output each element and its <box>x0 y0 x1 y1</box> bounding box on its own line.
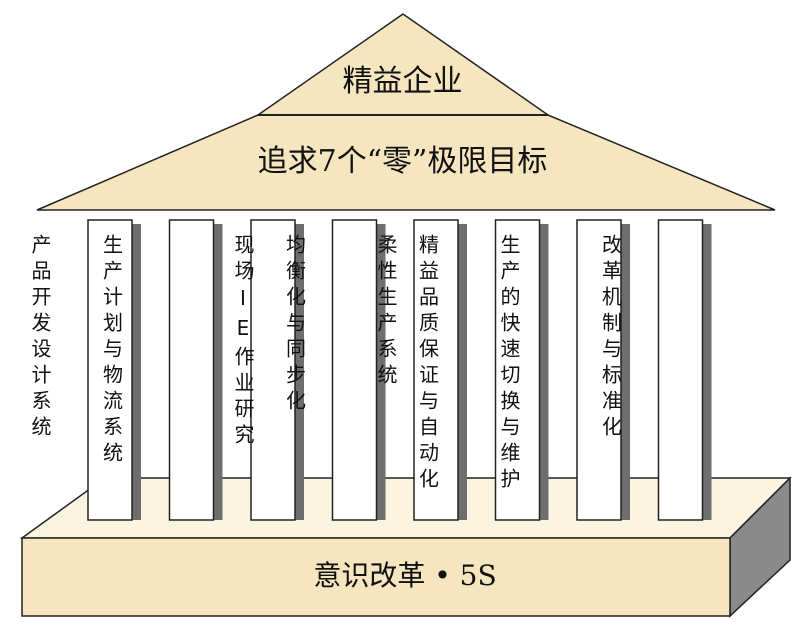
pillar <box>494 219 541 521</box>
pillar-label: 柔性生产系统 <box>374 234 398 390</box>
roof-title: 精益企业 <box>342 64 463 99</box>
pillar <box>168 219 215 521</box>
pillar-label: 现场IE作业研究 <box>231 234 255 450</box>
pillar <box>576 219 622 521</box>
pillar <box>87 219 133 521</box>
pillar <box>657 219 704 521</box>
pillar-shadow <box>295 224 304 520</box>
pillar-label: 生产计划与物流系统 <box>99 234 124 468</box>
pillar-shadow <box>458 224 467 520</box>
pillar-shadow <box>702 224 712 520</box>
pillar-shadow <box>213 224 223 520</box>
base-label: 意识改革 • 5S <box>313 559 497 592</box>
pillar-group <box>87 219 712 521</box>
pillar-shadow <box>539 224 549 520</box>
pillar <box>250 219 296 521</box>
pillar-shadow <box>132 224 141 520</box>
base-front-face <box>21 537 731 617</box>
pillar-label: 改革机制与标准化 <box>598 234 623 442</box>
roof-subtitle: 追求7个“零”极限目标 <box>257 144 548 179</box>
pillar-shadow <box>621 224 630 520</box>
pillar <box>413 219 459 521</box>
pillar-label: 精益品质保证与自动化 <box>415 234 440 494</box>
pillar-label: 均衡化与同步化 <box>282 234 307 416</box>
pillar <box>331 219 378 521</box>
pillar-label: 生产的快速切换与维护 <box>497 234 521 494</box>
pillar-label: 产品开发设计系统 <box>28 234 52 442</box>
pillar-shadow <box>376 224 386 520</box>
